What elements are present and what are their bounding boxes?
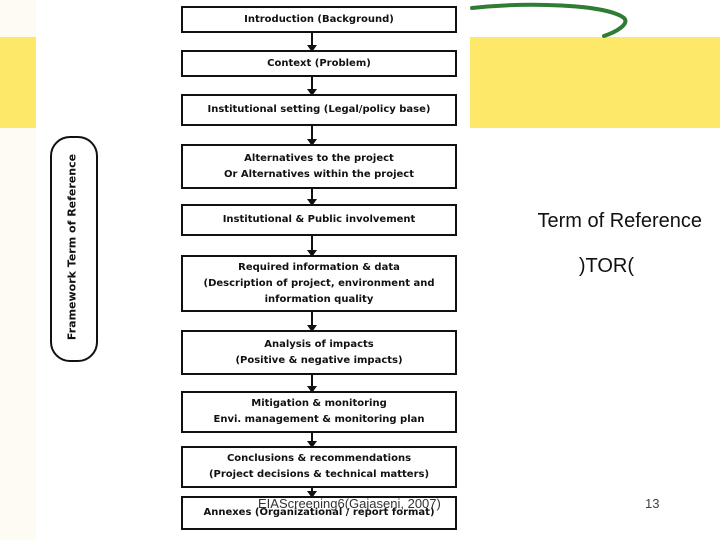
flow-step-box: Analysis of impacts (Positive & negative … — [181, 330, 457, 375]
flow-step-text: (Description of project, environment and — [203, 277, 435, 289]
page-number: 13 — [645, 496, 660, 511]
framework-frame — [50, 136, 98, 362]
slide-title: Term of Reference — [537, 210, 702, 232]
footer-source: EIAScreening6(Gajaseni, 2007) — [258, 496, 441, 511]
flow-arrow — [307, 77, 317, 96]
flow-step-text: Introduction (Background) — [244, 13, 394, 25]
flow-step-text: Or Alternatives within the project — [223, 168, 415, 180]
flow-step-text: Conclusions & recommendations — [226, 453, 412, 464]
flow-step-box: Required information & data (Description … — [181, 255, 457, 312]
slide-title-abbrev: )TOR( — [578, 255, 634, 277]
flow-step-box: Conclusions & recommendations (Project de… — [181, 446, 457, 488]
flow-step-text: Context (Problem) — [267, 57, 371, 69]
flow-arrow — [307, 375, 317, 393]
flow-step-text: Alternatives to the project — [244, 152, 394, 164]
flow-step-box: Alternatives to the project Or Alternativ… — [181, 144, 457, 189]
flow-step-text: Required information & data — [238, 261, 400, 273]
swoosh-decoration — [470, 2, 628, 38]
flow-arrow — [307, 236, 317, 257]
flow-arrow — [307, 433, 317, 448]
flow-arrow — [307, 126, 317, 146]
flow-arrow — [307, 312, 317, 332]
flow-step-text: Mitigation & monitoring — [251, 398, 387, 409]
flow-step-text: information quality — [264, 293, 374, 305]
flow-step-text: Annexes (Organizational / report format) — [203, 507, 435, 518]
flow-step-text: (Project decisions & technical matters) — [208, 469, 430, 480]
framework-label: Framework Term of Reference — [65, 153, 79, 341]
flow-step-box: Annexes (Organizational / report format) — [181, 496, 457, 530]
flow-step-text: Institutional & Public involvement — [222, 214, 416, 225]
flow-step-box: Institutional & Public involvement — [181, 204, 457, 236]
flow-step-box: Introduction (Background) — [181, 6, 457, 33]
flow-step-text: Institutional setting (Legal/policy base… — [207, 104, 431, 115]
flow-step-box: Context (Problem) — [181, 50, 457, 77]
flow-step-text: (Positive & negative impacts) — [235, 354, 403, 366]
flow-arrow — [307, 488, 317, 498]
flow-step-text: Envi. management & monitoring plan — [213, 414, 425, 425]
flow-step-text: Analysis of impacts — [264, 338, 374, 350]
flow-step-box: Institutional setting (Legal/policy base… — [181, 94, 457, 126]
flow-arrow — [307, 189, 317, 206]
flow-arrow — [307, 33, 317, 52]
